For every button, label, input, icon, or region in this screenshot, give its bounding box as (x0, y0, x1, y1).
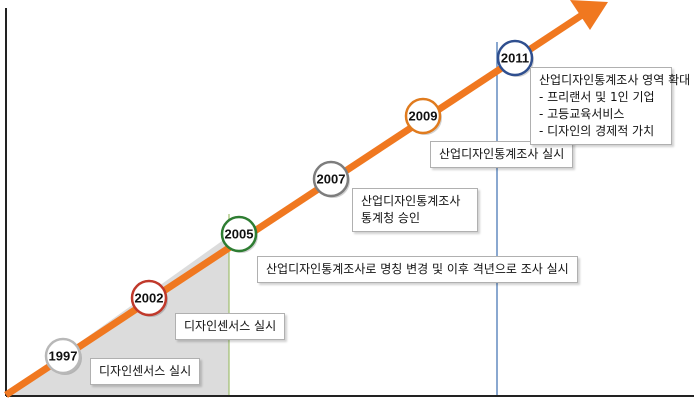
milestone-2002-box: 디자인센서스 실시 (175, 313, 286, 340)
milestone-node-circle (220, 215, 258, 253)
milestone-node-circle (130, 279, 168, 317)
milestone-node-1997: 1997 (44, 337, 82, 375)
milestone-node-2007: 2007 (312, 160, 350, 198)
milestone-2007-text-1: 산업디자인통계조사 (361, 194, 461, 208)
milestone-year-label: 2007 (317, 172, 346, 187)
milestone-year-label: 2005 (225, 227, 254, 242)
milestone-node-circle (44, 337, 82, 375)
milestone-year-label: 1997 (49, 349, 78, 364)
milestone-node-2002: 2002 (130, 279, 168, 317)
milestone-year-label: 2011 (501, 51, 529, 66)
milestone-2005-box: 산업디자인통계조사로 명칭 변경 및 이후 격년으로 조사 실시 (257, 256, 578, 283)
milestone-2011-text-1: 산업디자인통계조사 영역 확대 (539, 73, 691, 87)
milestone-2011-text-2: - 프리랜서 및 1인 기업 (539, 90, 655, 104)
milestone-node-circle (496, 39, 534, 77)
milestone-year-label: 2002 (135, 291, 164, 306)
milestone-year-label: 2009 (409, 109, 438, 124)
milestone-2011-text-4: - 디자인의 경제적 가치 (539, 124, 655, 138)
timeline-arrow-shaft (4, 12, 584, 398)
milestone-2002-text: 디자인센서스 실시 (184, 319, 277, 333)
milestone-node-2011: 2011 (496, 39, 534, 77)
milestone-1997-text: 디자인센서스 실시 (99, 364, 192, 378)
milestone-node-2005: 2005 (220, 215, 258, 253)
milestone-2007-text-2: 통계청 승인 (361, 211, 421, 225)
milestone-2007-box: 산업디자인통계조사 통계청 승인 (352, 188, 478, 232)
timeline-arrow-head (570, 0, 608, 30)
milestone-node-circle (404, 97, 442, 135)
milestone-node-2009: 2009 (404, 97, 442, 135)
milestone-2011-box: 산업디자인통계조사 영역 확대 - 프리랜서 및 1인 기업 - 고등교육서비스… (530, 67, 691, 145)
milestone-2005-text: 산업디자인통계조사로 명칭 변경 및 이후 격년으로 조사 실시 (266, 262, 569, 276)
milestone-node-circle (312, 160, 350, 198)
milestone-2009-box: 산업디자인통계조사 실시 (430, 141, 574, 168)
milestone-nodes: 1997 2002 2005 2007 2009 2011 (44, 39, 534, 375)
milestone-1997-box: 디자인센서스 실시 (90, 358, 201, 385)
milestone-2011-text-3: - 고등교육서비스 (539, 107, 625, 121)
milestone-2009-text: 산업디자인통계조사 실시 (439, 147, 565, 161)
